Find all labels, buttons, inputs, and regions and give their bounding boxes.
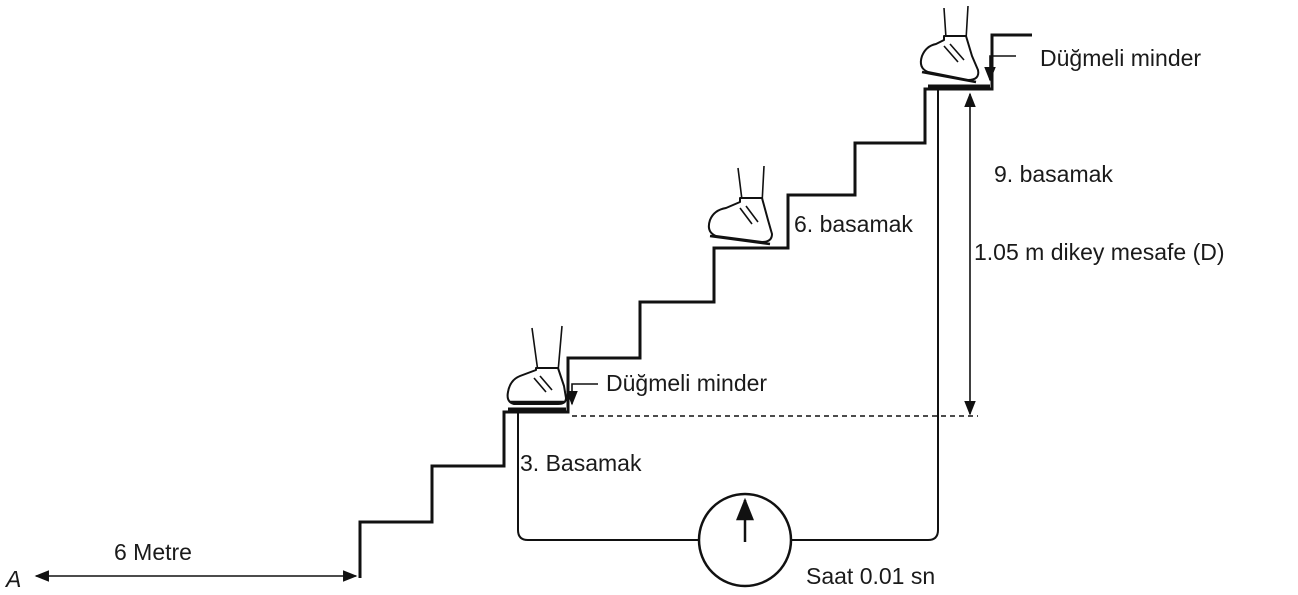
vertical-distance-label: 1.05 m dikey mesafe (D): [974, 239, 1225, 265]
mat-pointer-upper: [984, 55, 1016, 82]
timer-wire-right: [792, 89, 939, 541]
step6-label: 6. basamak: [794, 211, 913, 237]
foot-step3-icon: [506, 325, 567, 405]
timer-wire-left: [517, 410, 698, 541]
start-point-label: A: [4, 566, 21, 592]
mat-pointer-lower: [566, 383, 598, 406]
foot-step9-icon: [919, 5, 980, 84]
approach-distance-label: 6 Metre: [114, 539, 192, 565]
step3-label: 3. Basamak: [520, 450, 642, 476]
timer-clock-icon: [697, 492, 793, 588]
step9-label: 9. basamak: [994, 161, 1113, 187]
staircase: [358, 33, 1032, 578]
switch-mat-upper-label: Düğmeli minder: [1040, 45, 1201, 71]
switch-mat-lower-label: Düğmeli minder: [606, 370, 767, 396]
foot-step6-icon: [707, 165, 773, 246]
timer-label: Saat 0.01 sn: [806, 563, 935, 589]
